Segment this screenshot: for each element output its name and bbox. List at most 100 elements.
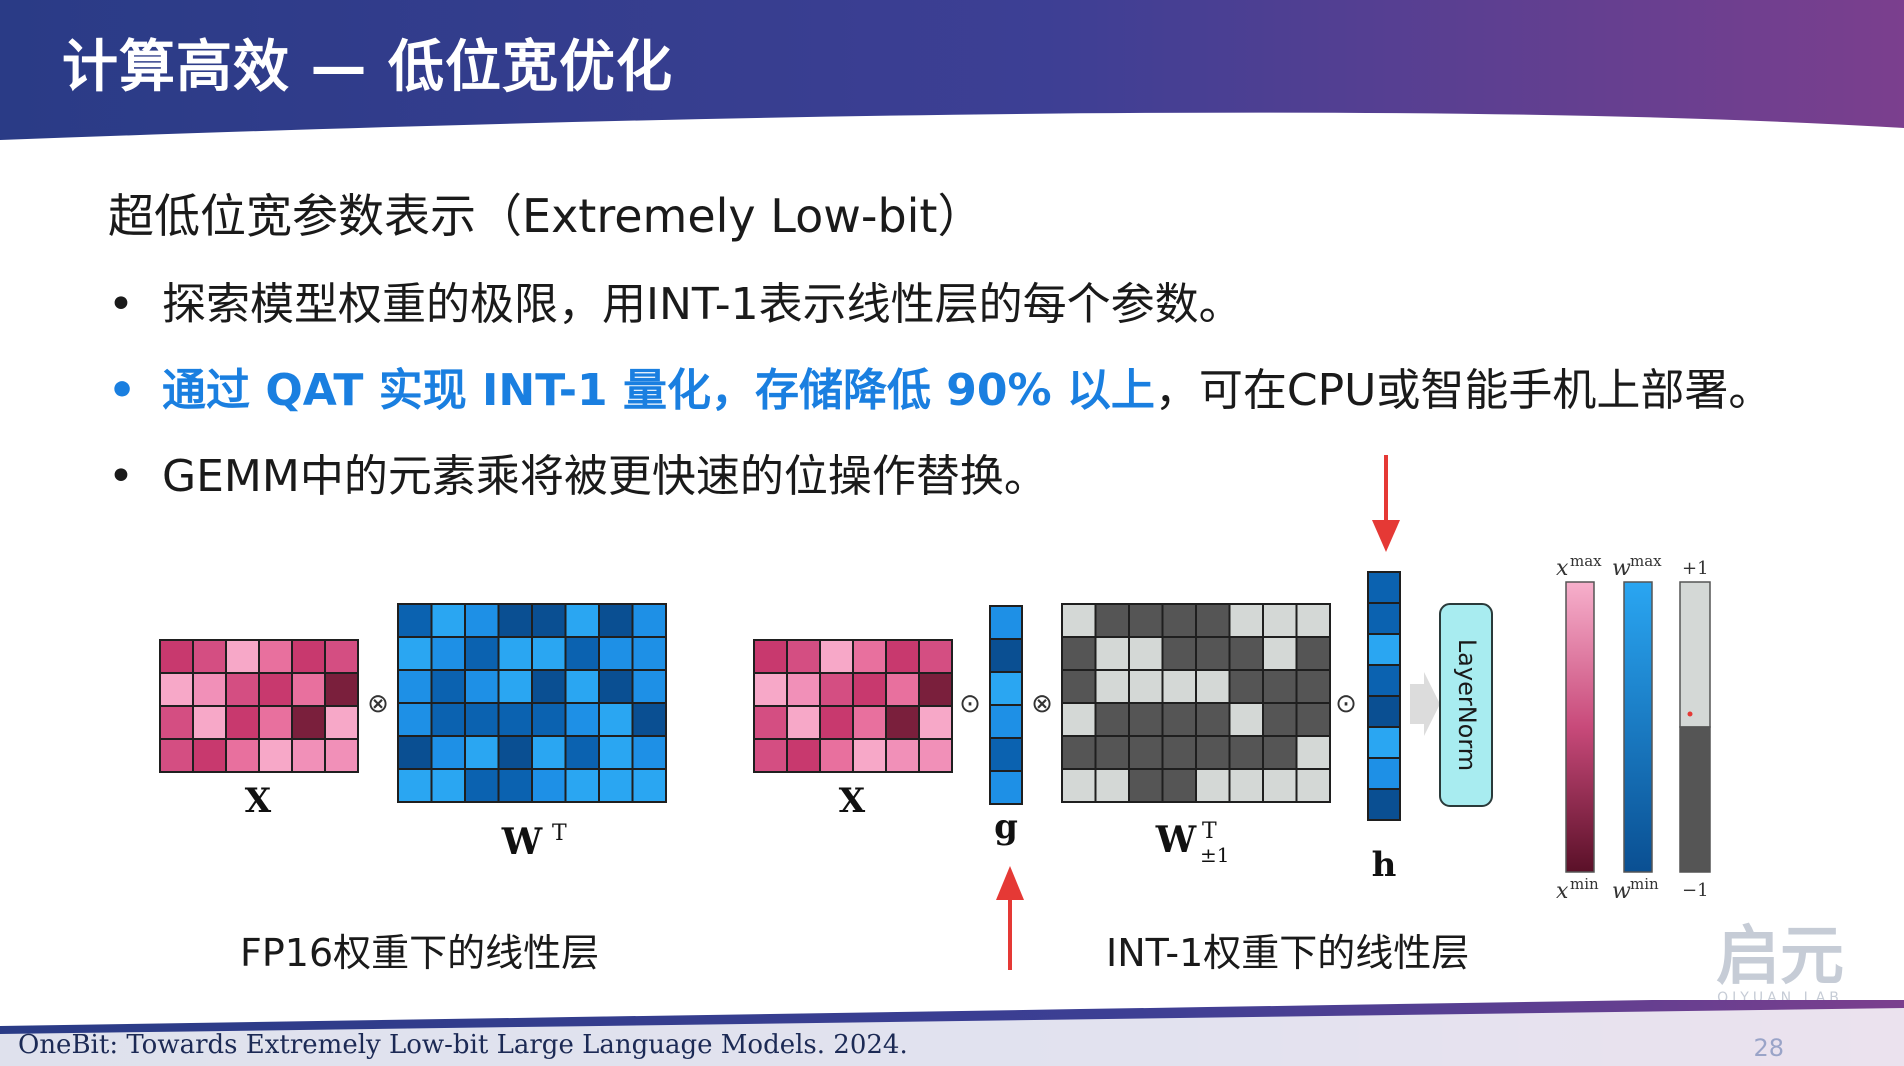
vector-g bbox=[989, 605, 1023, 805]
matrix-cell bbox=[1128, 669, 1164, 704]
layernorm-label: LayerNorm bbox=[1453, 639, 1481, 771]
matrix-cell bbox=[464, 702, 500, 737]
matrix-cell bbox=[464, 768, 500, 803]
matrix-cell bbox=[631, 636, 667, 671]
matrix-cell bbox=[1262, 603, 1298, 638]
binary-range-bar bbox=[1679, 581, 1711, 873]
citation: OneBit: Towards Extremely Low-bit Large … bbox=[18, 1030, 908, 1060]
matrix-cell bbox=[819, 672, 854, 707]
matrix-w-fp16 bbox=[397, 603, 667, 803]
matrix-cell bbox=[1061, 735, 1097, 770]
matrix-cell bbox=[1094, 603, 1130, 638]
matrix-cell bbox=[598, 603, 634, 638]
matrix-cell bbox=[497, 603, 533, 638]
matrix-cell bbox=[786, 738, 821, 773]
matrix-cell bbox=[430, 702, 466, 737]
matrix-cell bbox=[1195, 603, 1231, 638]
red-arrow-up bbox=[996, 866, 1024, 970]
matrix-cell bbox=[225, 672, 260, 707]
qiyuan-lab-logo: 启元 QIYUAN LAB bbox=[1716, 920, 1844, 1006]
bullet-3-text: GEMM中的元素乘将被更快速的位操作替换。 bbox=[162, 451, 1048, 502]
matrix-cell bbox=[885, 639, 920, 674]
matrix-cell bbox=[753, 672, 788, 707]
matrix-cell bbox=[852, 672, 887, 707]
footer-band bbox=[0, 1000, 1904, 1066]
slide-title: 计算高效 — 低位宽优化 bbox=[62, 35, 673, 100]
wmax-label: w bbox=[1612, 556, 1631, 581]
matrix-cell bbox=[324, 639, 359, 674]
matrix-cell bbox=[885, 738, 920, 773]
matrix-cell bbox=[464, 603, 500, 638]
matrix-cell bbox=[1228, 768, 1264, 803]
bullet-3: •GEMM中的元素乘将被更快速的位操作替换。 bbox=[108, 440, 1048, 504]
matrix-cell bbox=[291, 705, 326, 740]
matrix-cell bbox=[631, 702, 667, 737]
matrix-cell bbox=[258, 705, 293, 740]
matrix-x-fp16 bbox=[159, 639, 359, 773]
matrix-cell bbox=[598, 768, 634, 803]
matrix-cell bbox=[598, 735, 634, 770]
matrix-cell bbox=[1195, 768, 1231, 803]
matrix-cell bbox=[497, 669, 533, 704]
matrix-cell bbox=[852, 639, 887, 674]
vector-cell bbox=[1367, 757, 1401, 790]
matrix-cell bbox=[225, 738, 260, 773]
matrix-cell bbox=[531, 603, 567, 638]
matrix-cell bbox=[1228, 702, 1264, 737]
matrix-cell bbox=[324, 738, 359, 773]
xmin-sup: min bbox=[1570, 875, 1599, 893]
matrix-cell bbox=[1228, 735, 1264, 770]
bullet-1: •探索模型权重的极限，用INT-1表示线性层的每个参数。 bbox=[108, 268, 1243, 332]
label-w-sup: T bbox=[1202, 819, 1217, 844]
matrix-cell bbox=[631, 735, 667, 770]
matrix-cell bbox=[159, 672, 194, 707]
otimes-symbol: ⊗ bbox=[1031, 689, 1053, 719]
matrix-cell bbox=[753, 639, 788, 674]
matrix-cell bbox=[1128, 735, 1164, 770]
matrix-cell bbox=[430, 636, 466, 671]
matrix-cell bbox=[531, 636, 567, 671]
matrix-x-int1 bbox=[753, 639, 953, 773]
matrix-cell bbox=[1295, 603, 1331, 638]
matrix-cell bbox=[324, 672, 359, 707]
matrix-cell bbox=[631, 669, 667, 704]
odot-symbol: ⊙ bbox=[1335, 689, 1357, 719]
matrix-cell bbox=[1128, 702, 1164, 737]
header-band bbox=[0, 0, 1904, 140]
matrix-cell bbox=[258, 672, 293, 707]
matrix-cell bbox=[786, 672, 821, 707]
matrix-cell bbox=[397, 768, 433, 803]
label-w: W bbox=[501, 821, 543, 863]
label-x-fp16: X bbox=[245, 781, 272, 821]
matrix-cell bbox=[1161, 702, 1197, 737]
matrix-cell bbox=[918, 639, 953, 674]
matrix-cell bbox=[192, 738, 227, 773]
vector-cell bbox=[989, 704, 1023, 739]
label-w-int1: W T ±1 bbox=[1155, 819, 1230, 867]
matrix-cell bbox=[598, 636, 634, 671]
label-wt-fp16: W T bbox=[501, 821, 567, 863]
matrix-cell bbox=[1061, 636, 1097, 671]
bullet-1-text: 探索模型权重的极限，用INT-1表示线性层的每个参数。 bbox=[162, 279, 1243, 330]
x-range-bar bbox=[1565, 581, 1595, 873]
matrix-cell bbox=[1195, 669, 1231, 704]
bullet-dot: • bbox=[108, 365, 137, 416]
wmin-label: w bbox=[1612, 879, 1631, 904]
scale-labels-top: x max w max +1 bbox=[1556, 552, 1709, 581]
matrix-cell bbox=[497, 702, 533, 737]
matrix-cell bbox=[1262, 735, 1298, 770]
vector-cell bbox=[1367, 571, 1401, 604]
odot-symbol: ⊙ bbox=[959, 689, 981, 719]
matrix-cell bbox=[397, 636, 433, 671]
page-number: 28 bbox=[1753, 1034, 1784, 1062]
matrix-cell bbox=[192, 672, 227, 707]
label-w: W bbox=[1155, 819, 1197, 861]
matrix-cell bbox=[564, 735, 600, 770]
vector-cell bbox=[989, 737, 1023, 772]
matrix-cell bbox=[159, 639, 194, 674]
matrix-cell bbox=[291, 672, 326, 707]
matrix-cell bbox=[1161, 768, 1197, 803]
matrix-cell bbox=[1161, 669, 1197, 704]
matrix-cell bbox=[1161, 735, 1197, 770]
label-h: h bbox=[1372, 845, 1397, 885]
